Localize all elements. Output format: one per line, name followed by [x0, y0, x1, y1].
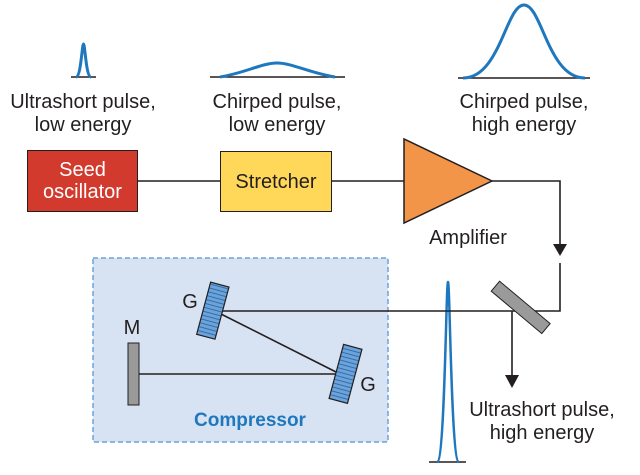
- pulse-icon-ultrashort-high: [429, 280, 466, 464]
- seed-label-line2: oscillator: [43, 181, 122, 203]
- seed-label-line1: Seed: [59, 159, 106, 181]
- pulse-label-line: high energy: [489, 422, 595, 444]
- compressor-box: [92, 257, 389, 443]
- stretcher-block: Stretcher: [220, 151, 332, 212]
- grating-icon: [195, 281, 230, 340]
- mirror-label: M: [123, 317, 141, 339]
- grating-icon: [328, 343, 363, 405]
- pulse-label-chirped-low: Chirped pulse, low energy: [187, 91, 367, 137]
- pulse-label-line: low energy: [228, 114, 326, 136]
- seed-oscillator-block: Seed oscillator: [27, 150, 138, 212]
- compressor-label: Compressor: [194, 410, 306, 431]
- pulse-label-line: low energy: [34, 114, 132, 136]
- pulse-icon-chirped-low: [210, 61, 345, 79]
- pulse-label-ultrashort-high: Ultrashort pulse, high energy: [452, 399, 632, 445]
- pulse-icon-ultrashort-low: [71, 42, 96, 79]
- arrow-down-icon: [553, 244, 567, 256]
- grating-label-1: G: [182, 291, 198, 313]
- beam-splitter-icon: [490, 280, 551, 335]
- amplifier-triangle: [403, 137, 494, 225]
- pulse-label-line: Ultrashort pulse,: [469, 399, 615, 421]
- arrow-output-icon: [505, 375, 519, 388]
- amplifier-label: Amplifier: [429, 227, 507, 249]
- pulse-label-line: Ultrashort pulse,: [10, 91, 156, 113]
- mirror-icon: [127, 342, 140, 406]
- grating-label-2: G: [360, 374, 376, 396]
- pulse-label-chirped-high: Chirped pulse, high energy: [434, 91, 614, 137]
- pulse-label-ultrashort-low: Ultrashort pulse, low energy: [0, 91, 173, 137]
- stretcher-label: Stretcher: [235, 170, 317, 193]
- pulse-label-line: Chirped pulse,: [212, 91, 342, 113]
- pulse-label-line: high energy: [471, 114, 577, 136]
- beam-path: [135, 180, 561, 376]
- pulse-label-line: Chirped pulse,: [459, 91, 589, 113]
- pulse-icon-chirped-high: [458, 3, 590, 80]
